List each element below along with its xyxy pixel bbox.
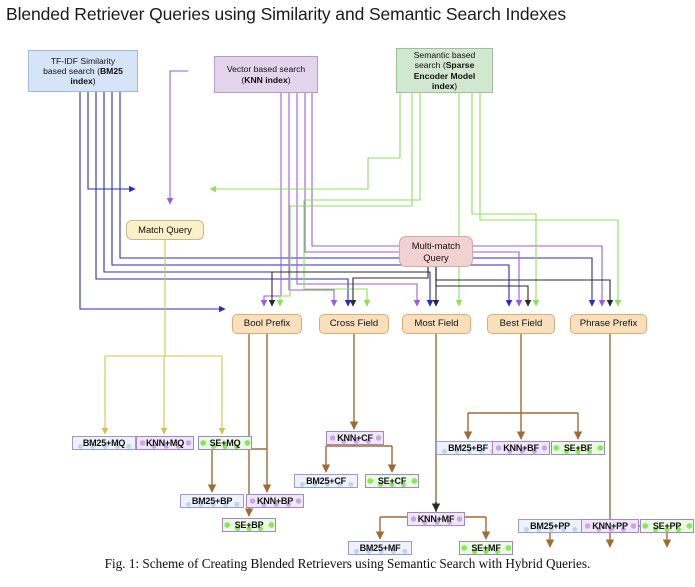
leaf-knn-bp[interactable]: KNN+BP <box>246 494 304 508</box>
leaf-bm25-pp[interactable]: BM25+PP <box>518 519 582 533</box>
leaf-label: BM25+MF <box>359 543 401 553</box>
edge-layer <box>79 70 672 548</box>
leaf-label: KNN+MQ <box>145 438 185 448</box>
leaf-bm25-bf[interactable]: BM25+BF <box>436 441 500 455</box>
leaf-label: BM25+PP <box>530 521 570 531</box>
leaf-bm25-mf[interactable]: BM25+MF <box>348 541 412 555</box>
source-node-knn[interactable]: Vector based search (KNN index) <box>214 56 318 93</box>
query-type-bool-prefix[interactable]: Bool Prefix <box>232 314 302 334</box>
page-title: Blended Retriever Queries using Similari… <box>6 4 567 24</box>
leaf-se-bf[interactable]: SE+BF <box>551 441 605 455</box>
source-label-se: Semantic based search (Sparse Encoder Mo… <box>413 50 476 91</box>
leaf-label: KNN+BP <box>256 496 294 506</box>
leaf-se-bp[interactable]: SE+BP <box>222 518 276 532</box>
leaf-label: BM25+BP <box>191 496 233 506</box>
leaf-se-cf[interactable]: SE+CF <box>365 474 419 488</box>
leaf-label: KNN+PP <box>592 521 628 531</box>
query-type-label: Best Field <box>499 318 543 330</box>
source-label-knn: Vector based search (KNN index) <box>226 64 306 85</box>
leaf-knn-bf[interactable]: KNN+BF <box>492 441 550 455</box>
leaf-label: SE+BF <box>563 443 593 453</box>
leaf-label: SE+MQ <box>209 438 241 448</box>
leaf-label: KNN+CF <box>337 433 373 443</box>
leaf-bm25-bp[interactable]: BM25+BP <box>180 494 244 508</box>
leaf-label: BM25+CF <box>306 476 346 486</box>
leaf-knn-pp[interactable]: KNN+PP <box>581 519 639 533</box>
figure-caption: Fig. 1: Scheme of Creating Blended Retri… <box>104 556 591 571</box>
leaf-se-mf[interactable]: SE+MF <box>459 541 513 555</box>
leaf-label: BM25+MQ <box>82 438 126 448</box>
leaf-label: SE+PP <box>652 521 682 531</box>
leaf-se-pp[interactable]: SE+PP <box>640 519 694 533</box>
leaf-bm25-cf[interactable]: BM25+CF <box>294 474 358 488</box>
leaf-knn-mq[interactable]: KNN+MQ <box>136 436 194 450</box>
leaf-bm25-mq[interactable]: BM25+MQ <box>72 436 136 450</box>
leaf-knn-cf[interactable]: KNN+CF <box>326 431 384 445</box>
multi-match-query-node[interactable]: Multi-match Query <box>399 236 473 267</box>
multi-match-query-label: Multi-match Query <box>411 240 461 263</box>
leaf-label: BM25+BF <box>448 443 488 453</box>
query-type-label: Cross Field <box>329 318 379 330</box>
query-type-phrase-prefix[interactable]: Phrase Prefix <box>570 314 647 334</box>
leaf-se-mq[interactable]: SE+MQ <box>198 436 252 450</box>
leaf-label: KNN+BF <box>503 443 539 453</box>
leaf-label: SE+MF <box>471 543 501 553</box>
match-query-label: Match Query <box>138 224 192 236</box>
query-type-label: Phrase Prefix <box>579 318 638 330</box>
source-node-bm25[interactable]: TF-IDF Similarity based search (BM25 ind… <box>28 50 138 92</box>
match-query-node[interactable]: Match Query <box>126 220 204 240</box>
leaf-knn-mf[interactable]: KNN+MF <box>407 512 465 526</box>
source-node-se[interactable]: Semantic based search (Sparse Encoder Mo… <box>396 48 493 93</box>
diagram-canvas: TF-IDF Similarity based search (BM25 ind… <box>0 34 695 555</box>
query-type-label: Most Field <box>414 318 459 330</box>
query-type-most-field[interactable]: Most Field <box>402 314 471 334</box>
leaf-label: SE+CF <box>377 476 407 486</box>
source-label-bm25: TF-IDF Similarity based search (BM25 ind… <box>43 55 123 87</box>
query-type-label: Bool Prefix <box>243 318 291 330</box>
leaf-label: SE+BP <box>234 520 264 530</box>
leaf-label: KNN+MF <box>417 514 455 524</box>
query-type-best-field[interactable]: Best Field <box>487 314 555 334</box>
query-type-cross-field[interactable]: Cross Field <box>319 314 389 334</box>
